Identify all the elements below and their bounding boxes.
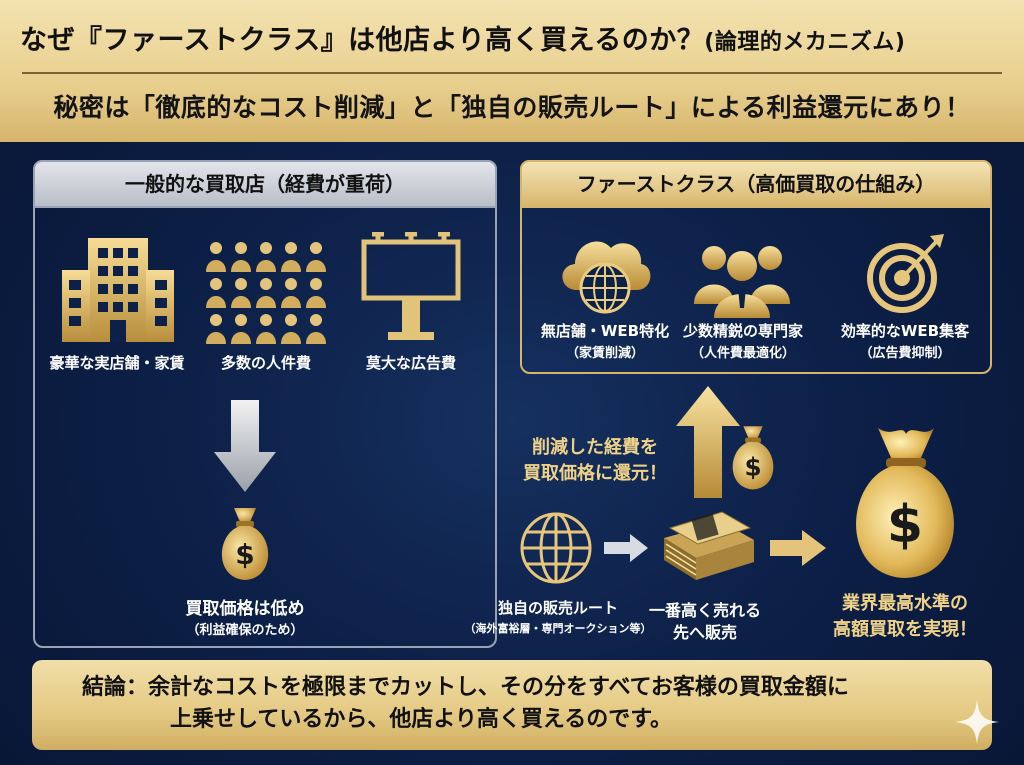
svg-text:$: $ bbox=[887, 495, 923, 555]
firstclass-header: ファーストクラス（高価買取の仕組み） bbox=[520, 160, 992, 208]
staff-person-icon bbox=[306, 242, 326, 272]
staff-person-icon bbox=[306, 314, 326, 344]
return-text-line1: 削減した経費を bbox=[532, 437, 658, 458]
staff-person-icon bbox=[281, 314, 301, 344]
outcome-line2: 高額買取を実現！ bbox=[833, 619, 977, 640]
gold-right-arrow-icon bbox=[770, 530, 826, 566]
money-bag-icon: $ bbox=[221, 508, 269, 580]
svg-text:$: $ bbox=[744, 452, 761, 481]
header-banner bbox=[0, 0, 1024, 142]
page-subtitle: 秘密は「徹底的なコスト削減」と「独自の販売ルート」による利益還元にあり！ bbox=[53, 93, 971, 122]
staff-person-icon bbox=[281, 242, 301, 272]
route-note: （海外富裕層・専門オークション等） bbox=[464, 622, 652, 635]
route-label: 独自の販売ルート bbox=[497, 599, 618, 617]
conclusion-line1: 結論：余計なコストを極限までカットし、その分をすべてお客様の買取金額に bbox=[82, 675, 849, 700]
left-item-label: 豪華な実店舗・家賃 bbox=[49, 354, 185, 372]
page-title: なぜ『ファーストクラス』は他店より高く買えるのか？(論理的メカニズム) bbox=[20, 25, 906, 56]
header-divider bbox=[22, 72, 1002, 74]
left-item-label: 莫大な広告費 bbox=[365, 354, 456, 372]
sparkle-icon bbox=[955, 700, 999, 744]
down-arrow-icon bbox=[214, 400, 276, 492]
right-item-label: 少数精鋭の専門家 bbox=[682, 322, 803, 340]
staff-person-icon bbox=[206, 278, 226, 308]
conclusion-line2: 上乗せしているから、他店より高く買えるのです。 bbox=[170, 707, 673, 732]
right-item-note: （人件費最適化） bbox=[690, 346, 795, 361]
sell-text-line2: 先へ販売 bbox=[672, 623, 737, 642]
sell-text-line1: 一番高く売れる bbox=[648, 601, 761, 620]
globe-icon bbox=[520, 512, 592, 584]
general-shop-header: 一般的な買取店（経費が重荷） bbox=[33, 160, 497, 208]
staff-person-icon bbox=[256, 242, 276, 272]
experts-icon bbox=[694, 246, 790, 318]
building-icon bbox=[62, 238, 174, 342]
right-item-label: 効率的なWEB集客 bbox=[840, 322, 970, 340]
staff-person-icon bbox=[231, 278, 251, 308]
staff-person-icon bbox=[256, 314, 276, 344]
staff-person-icon bbox=[256, 278, 276, 308]
left-result-label: 買取価格は低め bbox=[185, 599, 305, 619]
billboard-icon bbox=[361, 232, 461, 340]
staff-person-icon bbox=[281, 278, 301, 308]
right-arrow-icon bbox=[604, 534, 648, 562]
up-arrow-icon bbox=[676, 386, 740, 498]
return-text-line2: 買取価格に還元！ bbox=[523, 463, 667, 484]
staff-person-icon bbox=[206, 314, 226, 344]
cloud-globe-icon bbox=[562, 241, 651, 314]
right-item-note: （家賃削減） bbox=[565, 346, 644, 361]
target-icon bbox=[867, 234, 944, 313]
outcome-line1: 業界最高水準の bbox=[842, 593, 968, 614]
left-item-label: 多数の人件費 bbox=[220, 354, 311, 372]
staff-person-icon bbox=[231, 314, 251, 344]
large-money-bag-icon: $ bbox=[856, 428, 954, 578]
svg-text:$: $ bbox=[235, 538, 254, 571]
conclusion-text: 結論：余計なコストを極限までカットし、その分をすべてお客様の買取金額に 上乗せし… bbox=[82, 672, 982, 736]
left-result-note: （利益確保のため） bbox=[186, 623, 304, 638]
money-bag-icon: $ bbox=[732, 426, 774, 490]
right-item-label: 無店舗・WEB特化 bbox=[540, 322, 670, 340]
right-item-note: （広告費抑制） bbox=[859, 346, 951, 361]
staff-person-icon bbox=[231, 242, 251, 272]
staff-person-icon bbox=[206, 242, 226, 272]
staff-crowd-icon bbox=[206, 242, 326, 344]
staff-person-icon bbox=[306, 278, 326, 308]
conclusion-box bbox=[32, 660, 992, 750]
cash-stack-icon bbox=[664, 511, 754, 580]
